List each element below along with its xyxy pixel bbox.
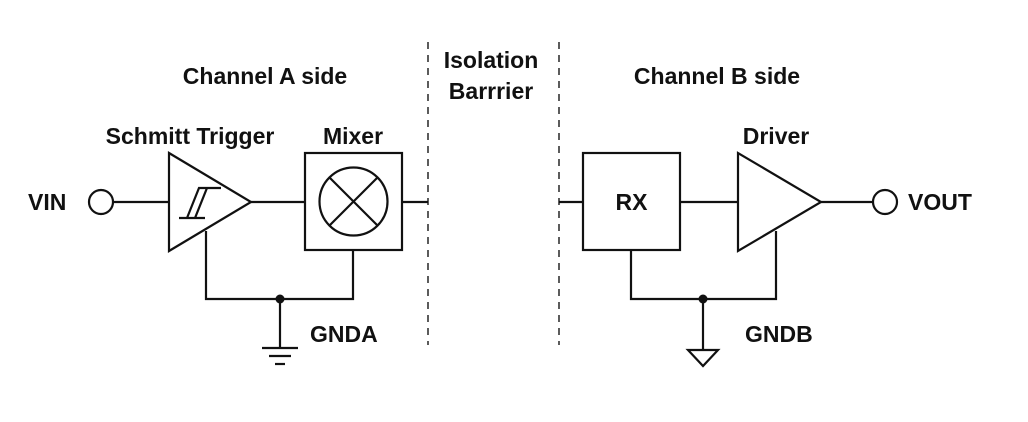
driver-label: Driver	[743, 123, 810, 149]
channel-b-heading: Channel B side	[634, 63, 800, 89]
mixer-label: Mixer	[323, 123, 383, 149]
schmitt-trigger-label: Schmitt Trigger	[106, 123, 275, 149]
vout-label: VOUT	[908, 189, 972, 215]
isolation-heading-line1: Isolation	[444, 47, 539, 73]
schmitt-trigger-icon	[179, 186, 221, 220]
rx-block: RX	[581, 151, 682, 252]
vin-terminal	[87, 188, 115, 216]
rx-label: RX	[616, 189, 649, 215]
earth-ground-icon	[262, 346, 298, 366]
vin-label: VIN	[28, 189, 66, 215]
gnda-label: GNDA	[310, 321, 378, 347]
signal-ground-icon	[685, 348, 721, 368]
isolation-heading-line2: Barrrier	[449, 78, 533, 104]
channel-a-heading: Channel A side	[183, 63, 347, 89]
schmitt-trigger-block	[167, 151, 254, 253]
driver-block	[736, 151, 824, 253]
mixer-block	[303, 151, 404, 252]
gndb-label: GNDB	[745, 321, 813, 347]
mixer-icon	[318, 166, 389, 237]
vout-terminal	[871, 188, 899, 216]
